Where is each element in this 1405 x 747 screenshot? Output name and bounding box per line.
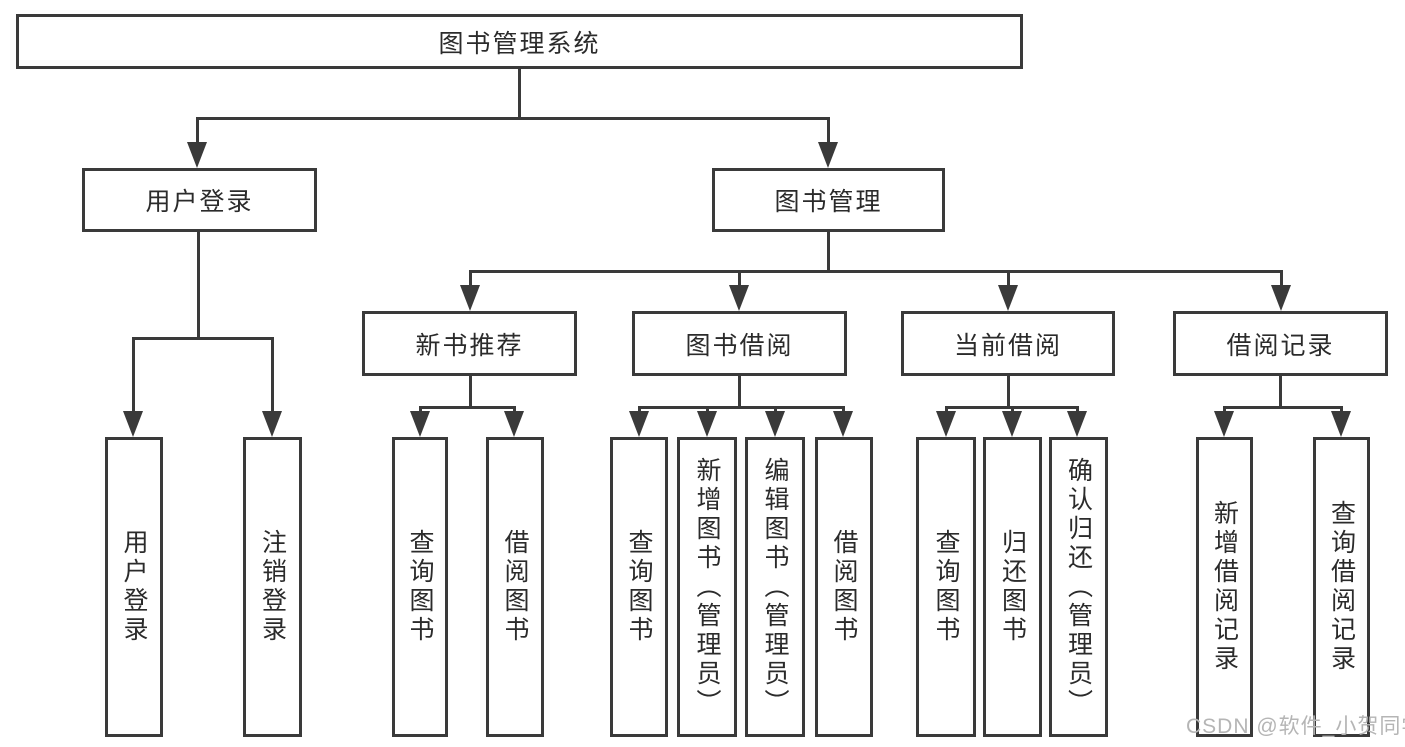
- node-label: 图书借阅: [685, 331, 794, 360]
- arrow-down-icon: [1067, 411, 1087, 437]
- connector-leaf-stem: [271, 337, 274, 411]
- connector-user-login-hline: [132, 337, 274, 340]
- connector-records-hline: [1223, 406, 1342, 409]
- node-label: 借阅图书: [501, 529, 529, 645]
- leaf-confirm-return-admin: 确认归还（管理员）: [1049, 437, 1108, 737]
- node-label: 查询图书: [625, 529, 653, 645]
- leaf-query-borrow-record: 查询借阅记录: [1313, 437, 1370, 737]
- node-label: 新增图书（管理员）: [693, 456, 721, 718]
- leaf-query-books: 查询图书: [610, 437, 668, 737]
- leaf-query-books: 查询图书: [916, 437, 976, 737]
- connector-leaf-stem: [738, 270, 741, 288]
- arrow-down-icon: [998, 285, 1018, 311]
- node-borrow-records: 借阅记录: [1173, 311, 1388, 376]
- arrow-down-icon: [123, 411, 143, 437]
- node-label: 查询图书: [932, 529, 960, 645]
- node-book-management: 图书管理: [712, 168, 945, 232]
- leaf-edit-books-admin: 编辑图书（管理员）: [745, 437, 805, 737]
- connector-root-hline: [196, 117, 830, 120]
- node-user-login: 用户登录: [82, 168, 317, 232]
- leaf-logout: 注销登录: [243, 437, 302, 737]
- arrow-down-icon: [729, 285, 749, 311]
- connector-new-book-hline: [419, 406, 516, 409]
- leaf-return-books: 归还图书: [983, 437, 1042, 737]
- connector-book-mgmt-hline: [469, 270, 1282, 273]
- arrow-down-icon: [460, 285, 480, 311]
- arrow-down-icon: [1002, 411, 1022, 437]
- arrow-down-icon: [1331, 411, 1351, 437]
- node-label: 查询借阅记录: [1327, 500, 1356, 674]
- node-label: 借阅记录: [1226, 331, 1335, 360]
- connector-root-stem: [518, 69, 521, 117]
- arrow-down-icon: [187, 142, 207, 168]
- leaf-add-books-admin: 新增图书（管理员）: [677, 437, 737, 737]
- arrow-down-icon: [262, 411, 282, 437]
- csdn-watermark: CSDN @软件_小贺同学: [1186, 715, 1405, 738]
- connector-borrowing-hline: [638, 406, 845, 409]
- connector-leaf-stem: [842, 406, 845, 414]
- connector-book-mgmt-down: [827, 232, 830, 270]
- connector-leaf-stem: [419, 406, 422, 414]
- connector-user-login-down: [197, 232, 200, 337]
- arrow-down-icon: [1214, 411, 1234, 437]
- connector-current-down: [1007, 376, 1010, 406]
- arrow-down-icon: [697, 411, 717, 437]
- arrow-down-icon: [1271, 285, 1291, 311]
- connector-leaf-stem: [132, 337, 135, 411]
- connector-leaf-stem: [774, 406, 777, 414]
- connector-leaf-stem: [1340, 406, 1343, 414]
- node-new-book-recommend: 新书推荐: [362, 311, 577, 376]
- arrow-down-icon: [833, 411, 853, 437]
- leaf-borrow-books: 借阅图书: [815, 437, 873, 737]
- leaf-query-books: 查询图书: [392, 437, 448, 737]
- connector-user-login-stem: [196, 117, 199, 145]
- leaf-add-borrow-record: 新增借阅记录: [1196, 437, 1253, 737]
- arrow-down-icon: [765, 411, 785, 437]
- leaf-borrow-books: 借阅图书: [486, 437, 544, 737]
- connector-records-down: [1279, 376, 1282, 406]
- node-label: 当前借阅: [953, 331, 1062, 360]
- node-label: 新增借阅记录: [1210, 500, 1239, 674]
- connector-leaf-stem: [1076, 406, 1079, 414]
- connector-leaf-stem: [638, 406, 641, 414]
- connector-book-mgmt-stem: [827, 117, 830, 145]
- node-label: 新书推荐: [415, 331, 524, 360]
- connector-leaf-stem: [1223, 406, 1226, 414]
- connector-new-book-down: [469, 376, 472, 406]
- node-book-borrowing: 图书借阅: [632, 311, 847, 376]
- node-label: 查询图书: [406, 529, 434, 645]
- leaf-user-login: 用户登录: [105, 437, 163, 737]
- connector-leaf-stem: [469, 270, 472, 288]
- node-label: 确认归还（管理员）: [1064, 456, 1093, 718]
- connector-leaf-stem: [1011, 406, 1014, 414]
- connector-leaf-stem: [513, 406, 516, 414]
- arrow-down-icon: [936, 411, 956, 437]
- arrow-down-icon: [629, 411, 649, 437]
- node-label: 注销登录: [258, 529, 287, 645]
- node-label: 编辑图书（管理员）: [761, 456, 789, 718]
- arrow-down-icon: [504, 411, 524, 437]
- node-label: 借阅图书: [830, 529, 858, 645]
- connector-leaf-stem: [945, 406, 948, 414]
- node-label: 图书管理系统: [438, 29, 601, 58]
- connector-leaf-stem: [706, 406, 709, 414]
- node-label: 用户登录: [120, 529, 148, 645]
- node-library-management-system: 图书管理系统: [16, 14, 1023, 69]
- connector-leaf-stem: [1280, 270, 1283, 288]
- arrow-down-icon: [818, 142, 838, 168]
- connector-borrowing-down: [738, 376, 741, 406]
- node-label: 归还图书: [998, 529, 1027, 645]
- connector-leaf-stem: [1007, 270, 1010, 288]
- node-label: 用户登录: [145, 188, 254, 216]
- node-current-borrowing: 当前借阅: [901, 311, 1115, 376]
- node-label: 图书管理: [774, 188, 883, 216]
- arrow-down-icon: [410, 411, 430, 437]
